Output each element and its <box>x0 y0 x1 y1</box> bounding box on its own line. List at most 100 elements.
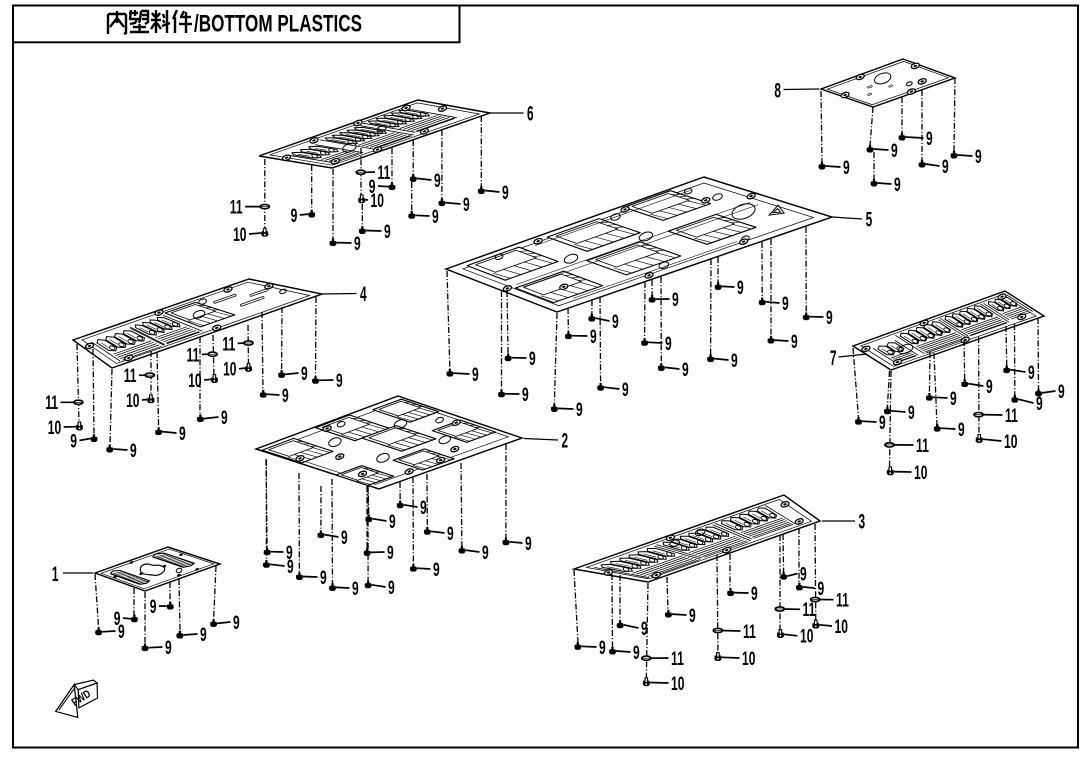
svg-text:9: 9 <box>320 568 327 589</box>
svg-text:9: 9 <box>599 638 606 659</box>
svg-text:9: 9 <box>179 424 186 445</box>
svg-text:9: 9 <box>341 528 348 549</box>
svg-text:9: 9 <box>751 584 758 605</box>
svg-text:9: 9 <box>389 512 396 533</box>
svg-text:9: 9 <box>672 290 679 311</box>
svg-text:9: 9 <box>287 557 294 578</box>
svg-text:/BOTTOM PLASTICS: /BOTTOM PLASTICS <box>194 11 362 38</box>
svg-text:9: 9 <box>1058 382 1065 403</box>
svg-text:9: 9 <box>818 579 825 600</box>
svg-text:10: 10 <box>914 463 927 484</box>
svg-text:9: 9 <box>233 613 240 634</box>
svg-text:10: 10 <box>1004 432 1017 453</box>
svg-text:9: 9 <box>434 171 441 192</box>
svg-text:9: 9 <box>891 141 898 162</box>
svg-text:9: 9 <box>950 389 957 410</box>
svg-text:9: 9 <box>826 308 833 329</box>
svg-text:9: 9 <box>529 349 536 370</box>
svg-text:9: 9 <box>800 564 807 585</box>
svg-text:9: 9 <box>433 560 440 581</box>
svg-text:9: 9 <box>633 643 640 664</box>
svg-text:10: 10 <box>126 391 139 412</box>
svg-text:9: 9 <box>782 294 789 315</box>
svg-text:10: 10 <box>223 360 236 381</box>
svg-text:9: 9 <box>70 431 77 452</box>
svg-text:11: 11 <box>803 600 816 621</box>
svg-text:11: 11 <box>230 198 243 219</box>
svg-text:9: 9 <box>1036 394 1043 415</box>
svg-text:10: 10 <box>742 649 755 670</box>
svg-text:11: 11 <box>1005 406 1018 427</box>
svg-text:9: 9 <box>641 619 648 640</box>
svg-text:10: 10 <box>233 225 246 246</box>
svg-text:9: 9 <box>472 365 479 386</box>
svg-text:7: 7 <box>830 347 837 370</box>
svg-text:11: 11 <box>836 591 849 612</box>
svg-text:9: 9 <box>384 222 391 243</box>
svg-text:9: 9 <box>130 441 137 462</box>
svg-text:11: 11 <box>222 334 235 355</box>
svg-text:9: 9 <box>447 524 454 545</box>
svg-text:1: 1 <box>52 563 59 586</box>
svg-text:9: 9 <box>894 175 901 196</box>
svg-text:9: 9 <box>522 385 529 406</box>
svg-text:9: 9 <box>689 606 696 627</box>
svg-text:9: 9 <box>622 380 629 401</box>
svg-text:11: 11 <box>916 436 929 457</box>
svg-text:9: 9 <box>731 351 738 372</box>
svg-text:9: 9 <box>118 622 125 643</box>
svg-text:9: 9 <box>165 638 172 659</box>
svg-text:9: 9 <box>612 312 619 333</box>
svg-text:10: 10 <box>371 191 384 212</box>
svg-text:9: 9 <box>369 177 376 198</box>
svg-text:9: 9 <box>525 534 532 555</box>
svg-text:9: 9 <box>986 377 993 398</box>
svg-text:9: 9 <box>975 147 982 168</box>
svg-text:11: 11 <box>378 163 391 184</box>
svg-text:10: 10 <box>800 627 813 648</box>
svg-text:9: 9 <box>502 183 509 204</box>
svg-text:5: 5 <box>866 209 873 232</box>
svg-text:9: 9 <box>958 420 965 441</box>
svg-text:10: 10 <box>48 418 61 439</box>
svg-text:2: 2 <box>562 430 569 453</box>
svg-text:9: 9 <box>352 579 359 600</box>
svg-text:9: 9 <box>879 413 886 434</box>
svg-text:3: 3 <box>859 511 866 534</box>
svg-text:10: 10 <box>188 371 201 392</box>
svg-text:9: 9 <box>388 578 395 599</box>
svg-text:6: 6 <box>527 103 534 126</box>
svg-text:9: 9 <box>354 234 361 255</box>
svg-text:9: 9 <box>791 332 798 353</box>
svg-text:9: 9 <box>576 400 583 421</box>
svg-text:10: 10 <box>671 674 684 695</box>
svg-text:4: 4 <box>360 283 367 306</box>
svg-text:9: 9 <box>301 364 308 385</box>
svg-text:9: 9 <box>114 609 121 630</box>
svg-text:9: 9 <box>843 158 850 179</box>
svg-text:11: 11 <box>187 345 200 366</box>
svg-text:9: 9 <box>387 543 394 564</box>
svg-text:10: 10 <box>835 617 848 638</box>
svg-text:9: 9 <box>282 386 289 407</box>
svg-text:9: 9 <box>590 327 597 348</box>
svg-text:11: 11 <box>671 649 684 670</box>
svg-text:8: 8 <box>774 80 781 103</box>
svg-text:9: 9 <box>336 371 343 392</box>
svg-text:9: 9 <box>150 597 157 618</box>
svg-text:9: 9 <box>200 625 207 646</box>
svg-text:11: 11 <box>45 393 58 414</box>
svg-text:9: 9 <box>286 543 293 564</box>
svg-text:9: 9 <box>908 403 915 424</box>
svg-text:9: 9 <box>291 206 298 227</box>
svg-text:9: 9 <box>737 278 744 299</box>
svg-text:11: 11 <box>743 622 756 643</box>
svg-text:9: 9 <box>463 195 470 216</box>
svg-text:9: 9 <box>432 207 439 228</box>
svg-text:9: 9 <box>1028 363 1035 384</box>
svg-text:9: 9 <box>420 498 427 519</box>
svg-text:9: 9 <box>926 129 933 150</box>
svg-text:9: 9 <box>221 408 228 429</box>
svg-text:9: 9 <box>942 157 949 178</box>
svg-text:9: 9 <box>682 360 689 381</box>
